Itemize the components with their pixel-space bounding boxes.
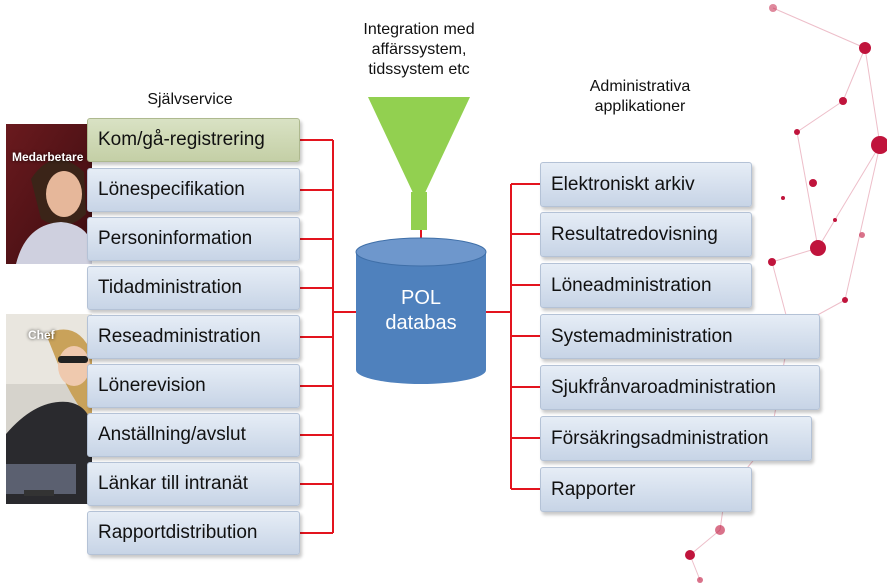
database-label: POL databas (356, 286, 486, 336)
admin-item-label: Sjukfrånvaroadministration (551, 376, 776, 398)
manager-label: Chef (28, 328, 55, 342)
employee-photo: Medarbetare (6, 124, 92, 264)
admin-item[interactable]: Elektroniskt arkiv (540, 162, 752, 207)
admin-item[interactable]: Löneadministration (540, 263, 752, 308)
admin-item-label: Försäkringsadministration (551, 427, 769, 449)
selfservice-item[interactable]: Personinformation (87, 217, 300, 261)
selfservice-item[interactable]: Anställning/avslut (87, 413, 300, 457)
admin-caption: Administrativa applikationer (589, 78, 691, 115)
selfservice-item[interactable]: Lönespecifikation (87, 168, 300, 212)
admin-item[interactable]: Sjukfrånvaroadministration (540, 365, 820, 410)
selfservice-item-label: Kom/gå-registrering (98, 129, 265, 150)
selfservice-item-label: Länkar till intranät (98, 473, 248, 494)
admin-item[interactable]: Systemadministration (540, 314, 820, 359)
manager-photo: Chef (6, 314, 92, 504)
selfservice-item[interactable]: Tidadministration (87, 266, 300, 310)
selfservice-item[interactable]: Reseadministration (87, 315, 300, 359)
admin-item[interactable]: Resultatredovisning (540, 212, 752, 257)
selfservice-item-label: Lönerevision (98, 375, 206, 396)
integration-caption: Integration med affärssystem, tidssystem… (363, 21, 475, 78)
selfservice-item[interactable]: Rapportdistribution (87, 511, 300, 555)
database-label-line2: databas (385, 312, 457, 334)
manager-image (6, 314, 92, 504)
selfservice-item[interactable]: Länkar till intranät (87, 462, 300, 506)
selfservice-item[interactable]: Kom/gå-registrering (87, 118, 300, 162)
admin-item-label: Systemadministration (551, 325, 733, 347)
database-label-line1: POL (400, 287, 442, 309)
selfservice-item-label: Personinformation (98, 228, 253, 249)
selfservice-item-label: Rapportdistribution (98, 522, 258, 543)
admin-item-label: Resultatredovisning (551, 223, 718, 245)
admin-item-label: Löneadministration (551, 274, 712, 296)
admin-item[interactable]: Försäkringsadministration (540, 416, 812, 461)
selfservice-item-label: Tidadministration (98, 277, 242, 298)
employee-label: Medarbetare (12, 150, 84, 164)
selfservice-item[interactable]: Lönerevision (87, 364, 300, 408)
selfservice-item-label: Lönespecifikation (98, 179, 245, 200)
selfservice-item-label: Anställning/avslut (98, 424, 246, 445)
selfservice-item-label: Reseadministration (98, 326, 261, 347)
selfservice-caption: Självservice (147, 91, 233, 108)
employee-image (6, 124, 92, 264)
admin-item[interactable]: Rapporter (540, 467, 752, 512)
admin-item-label: Elektroniskt arkiv (551, 173, 695, 195)
admin-item-label: Rapporter (551, 478, 636, 500)
